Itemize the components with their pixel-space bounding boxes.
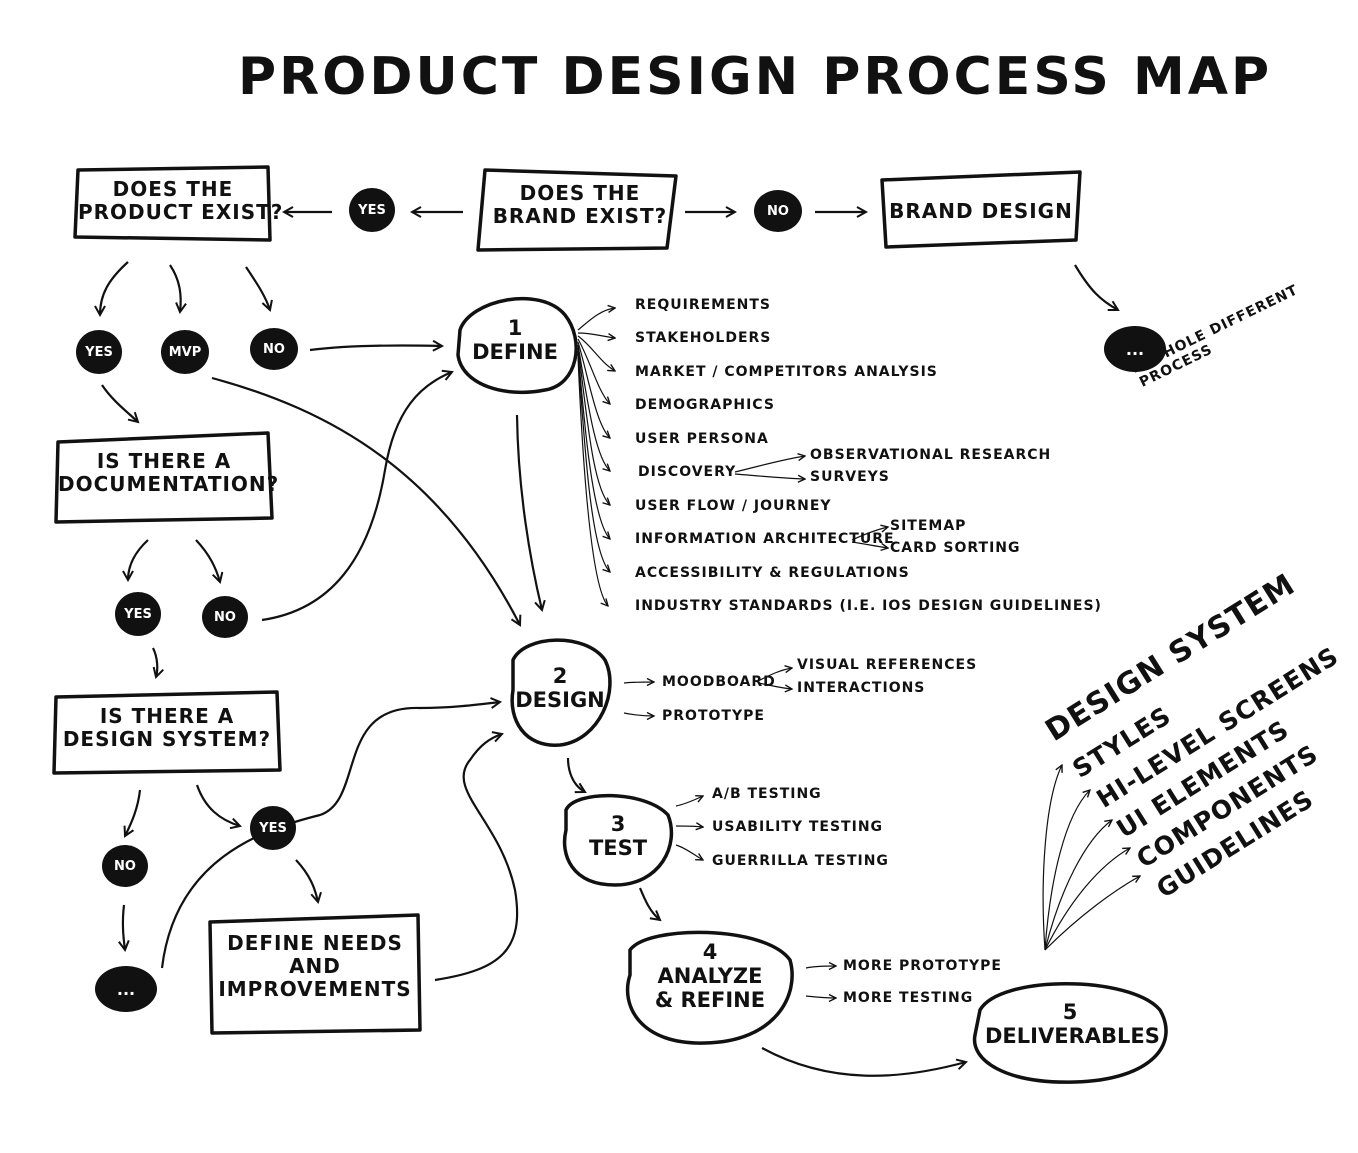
doc-no-pill: NO <box>202 596 248 638</box>
define-item: INFORMATION ARCHITECTURE <box>635 531 895 547</box>
deliverables-step-label: 5 DELIVERABLES <box>985 1000 1160 1049</box>
page-title: PRODUCT DESIGN PROCESS MAP <box>238 47 1273 107</box>
arrow-define-needs-to-design <box>434 734 519 982</box>
arrow-product-to-yes <box>100 261 129 315</box>
documentation-box <box>54 431 274 524</box>
ia-sub-item: CARD SORTING <box>890 540 1021 556</box>
define-item: ACCESSIBILITY & REGULATIONS <box>635 565 910 581</box>
arrow-ds-to-no <box>125 789 142 836</box>
define-item: DISCOVERY <box>638 464 737 480</box>
product-exist-box <box>73 165 272 242</box>
analyze-step-label: 4 ANALYZE & REFINE <box>654 940 766 1013</box>
arrow-product-to-no <box>245 266 270 310</box>
arrow-doc-to-no <box>195 539 220 582</box>
moodboard-sub-item: VISUAL REFERENCES <box>797 657 978 673</box>
design-system-box <box>52 690 282 775</box>
analyze-item: MORE TESTING <box>843 990 974 1006</box>
arrow-test-to-analyze <box>638 887 660 920</box>
analyze-step-circle <box>625 930 794 1045</box>
test-item: A/B TESTING <box>712 786 822 802</box>
design-item: MOODBOARD <box>662 674 776 690</box>
arrow-mvp-to-design <box>211 376 520 625</box>
test-item: GUERRILLA TESTING <box>712 853 889 869</box>
ellipsis-right-pill: ... <box>1104 326 1166 372</box>
test-step-label: 3 TEST <box>588 812 648 861</box>
ellipsis-left-pill: ... <box>95 966 157 1012</box>
arrow-doc-yes-to-ds <box>152 647 157 677</box>
arrow-doc-no-to-define <box>261 372 452 622</box>
define-item: DEMOGRAPHICS <box>635 397 775 413</box>
documentation-question: IS THERE A DOCUMENTATION? <box>58 449 280 496</box>
define-needs-box <box>208 913 422 1035</box>
ds-no-pill: NO <box>102 845 148 887</box>
define-step-circle <box>456 297 578 395</box>
design-system-question: IS THERE A DESIGN SYSTEM? <box>62 704 272 751</box>
arrow-define-to-design <box>515 414 542 610</box>
discovery-sub-item: SURVEYS <box>810 469 890 485</box>
arrow-no-to-define <box>309 345 442 350</box>
product-no-pill: NO <box>250 328 298 370</box>
design-step-label: 2 DESIGN <box>515 664 605 713</box>
arrow-doc-to-yes <box>128 539 149 580</box>
define-item: STAKEHOLDERS <box>635 330 772 346</box>
analyze-item: MORE PROTOTYPE <box>843 958 1002 974</box>
arrow-ds-to-yes <box>195 784 240 826</box>
define-item: USER PERSONA <box>635 431 769 447</box>
arrow-design-to-test <box>566 757 585 792</box>
discovery-sub-item: OBSERVATIONAL RESEARCH <box>810 447 1052 463</box>
define-item: USER FLOW / JOURNEY <box>635 498 832 514</box>
brand-no-pill: NO <box>754 190 802 232</box>
design-step-circle <box>510 638 612 747</box>
define-item: REQUIREMENTS <box>635 297 772 313</box>
brand-design-box <box>880 170 1082 249</box>
deliverables-step-circle <box>972 982 1168 1084</box>
define-item: MARKET / COMPETITORS ANALYSIS <box>635 364 938 380</box>
define-item: INDUSTRY STANDARDS (I.E. IOS DESIGN GUID… <box>635 598 1102 614</box>
product-mvp-pill: MVP <box>161 330 209 374</box>
arrow-brand-design-to-ellipsis <box>1074 264 1118 310</box>
arrow-product-to-mvp <box>169 264 181 312</box>
moodboard-sub-item: INTERACTIONS <box>797 680 926 696</box>
product-yes-pill: YES <box>76 330 122 374</box>
test-item: USABILITY TESTING <box>712 819 884 835</box>
arrow-analyze-to-deliverables <box>761 1047 966 1077</box>
brand-exist-box <box>476 168 678 252</box>
arrow-yes-to-define-needs <box>295 859 318 902</box>
test-step-circle <box>562 793 674 887</box>
arrow-ellipsis-to-design <box>160 702 500 969</box>
product-exist-question: DOES THE PRODUCT EXIST? <box>78 177 284 224</box>
define-step-label: 1 DEFINE <box>472 316 558 365</box>
design-item: PROTOTYPE <box>662 708 765 724</box>
brand-design-label: BRAND DESIGN <box>889 199 1073 223</box>
arrow-yes-to-documentation <box>101 384 138 422</box>
arrow-no-to-ellipsis <box>123 904 125 950</box>
brand-yes-pill: YES <box>349 188 395 232</box>
ds-yes-pill: YES <box>250 806 296 850</box>
ia-sub-item: SITEMAP <box>890 518 967 534</box>
brand-exist-question: DOES THE BRAND EXIST? <box>492 181 668 228</box>
define-needs-label: DEFINE NEEDS AND IMPROVEMENTS <box>218 931 412 1001</box>
doc-yes-pill: YES <box>115 592 161 636</box>
